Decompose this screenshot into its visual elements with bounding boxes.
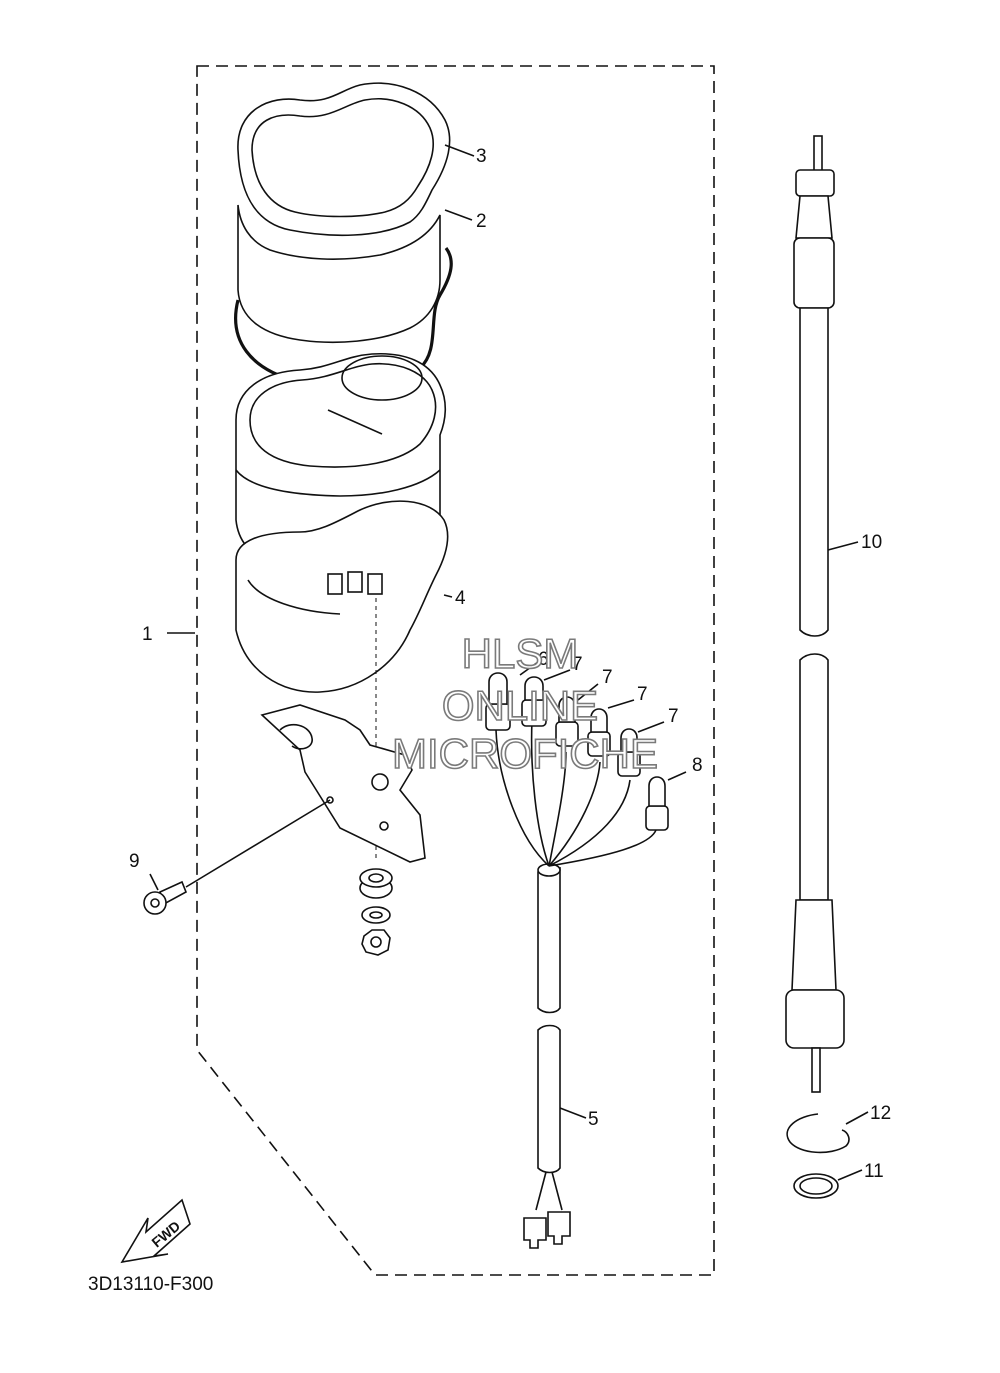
- callout-10: 10: [861, 532, 882, 553]
- watermark-line-1: HLSM: [462, 630, 579, 677]
- callout-4: 4: [455, 588, 466, 609]
- watermark-line-3: MICROFICHE: [392, 730, 658, 777]
- bulb-socket-4: [587, 708, 611, 757]
- meter-bulbs: [485, 672, 669, 831]
- callout-7-b: 7: [602, 667, 613, 688]
- bulb-socket-6: [645, 776, 669, 831]
- bulb-socket-5: [617, 728, 641, 777]
- callout-5: 5: [588, 1109, 599, 1130]
- assembly-boundary: [196, 65, 715, 1276]
- o-ring: [793, 1173, 839, 1199]
- lead-wire-harness: [523, 863, 571, 1249]
- nut: [361, 929, 391, 956]
- callout-12: 12: [870, 1103, 891, 1124]
- meter-bracket: [260, 704, 426, 863]
- meter-lens: [237, 204, 441, 344]
- leader-lines: [149, 144, 869, 1181]
- bulb-socket-2: [521, 676, 547, 727]
- speedometer-cable: [785, 135, 845, 1093]
- meter-bezel-ring: [237, 82, 451, 237]
- washer: [361, 906, 391, 924]
- callout-7-c: 7: [637, 684, 648, 705]
- callout-7-a: 7: [572, 654, 583, 675]
- bulb-socket-3: [555, 696, 579, 747]
- watermark-line-2: ONLINE: [442, 682, 598, 729]
- callout-8: 8: [692, 755, 703, 776]
- callout-9: 9: [129, 851, 140, 872]
- callout-2: 2: [476, 211, 487, 232]
- callout-3: 3: [476, 146, 487, 167]
- circlip: [786, 1113, 850, 1154]
- grommet: [359, 868, 393, 899]
- harness-wires: [495, 719, 657, 867]
- callout-1: 1: [142, 624, 153, 645]
- screw: [143, 799, 331, 915]
- callout-6: 6: [538, 649, 549, 670]
- bulb-socket-1: [485, 672, 511, 731]
- meter-case: [235, 500, 449, 693]
- fwd-arrow-icon: FWD: [120, 1198, 191, 1264]
- callout-11: 11: [864, 1161, 884, 1182]
- callout-7-d: 7: [668, 706, 679, 727]
- diagram-code: 3D13110-F300: [88, 1274, 213, 1295]
